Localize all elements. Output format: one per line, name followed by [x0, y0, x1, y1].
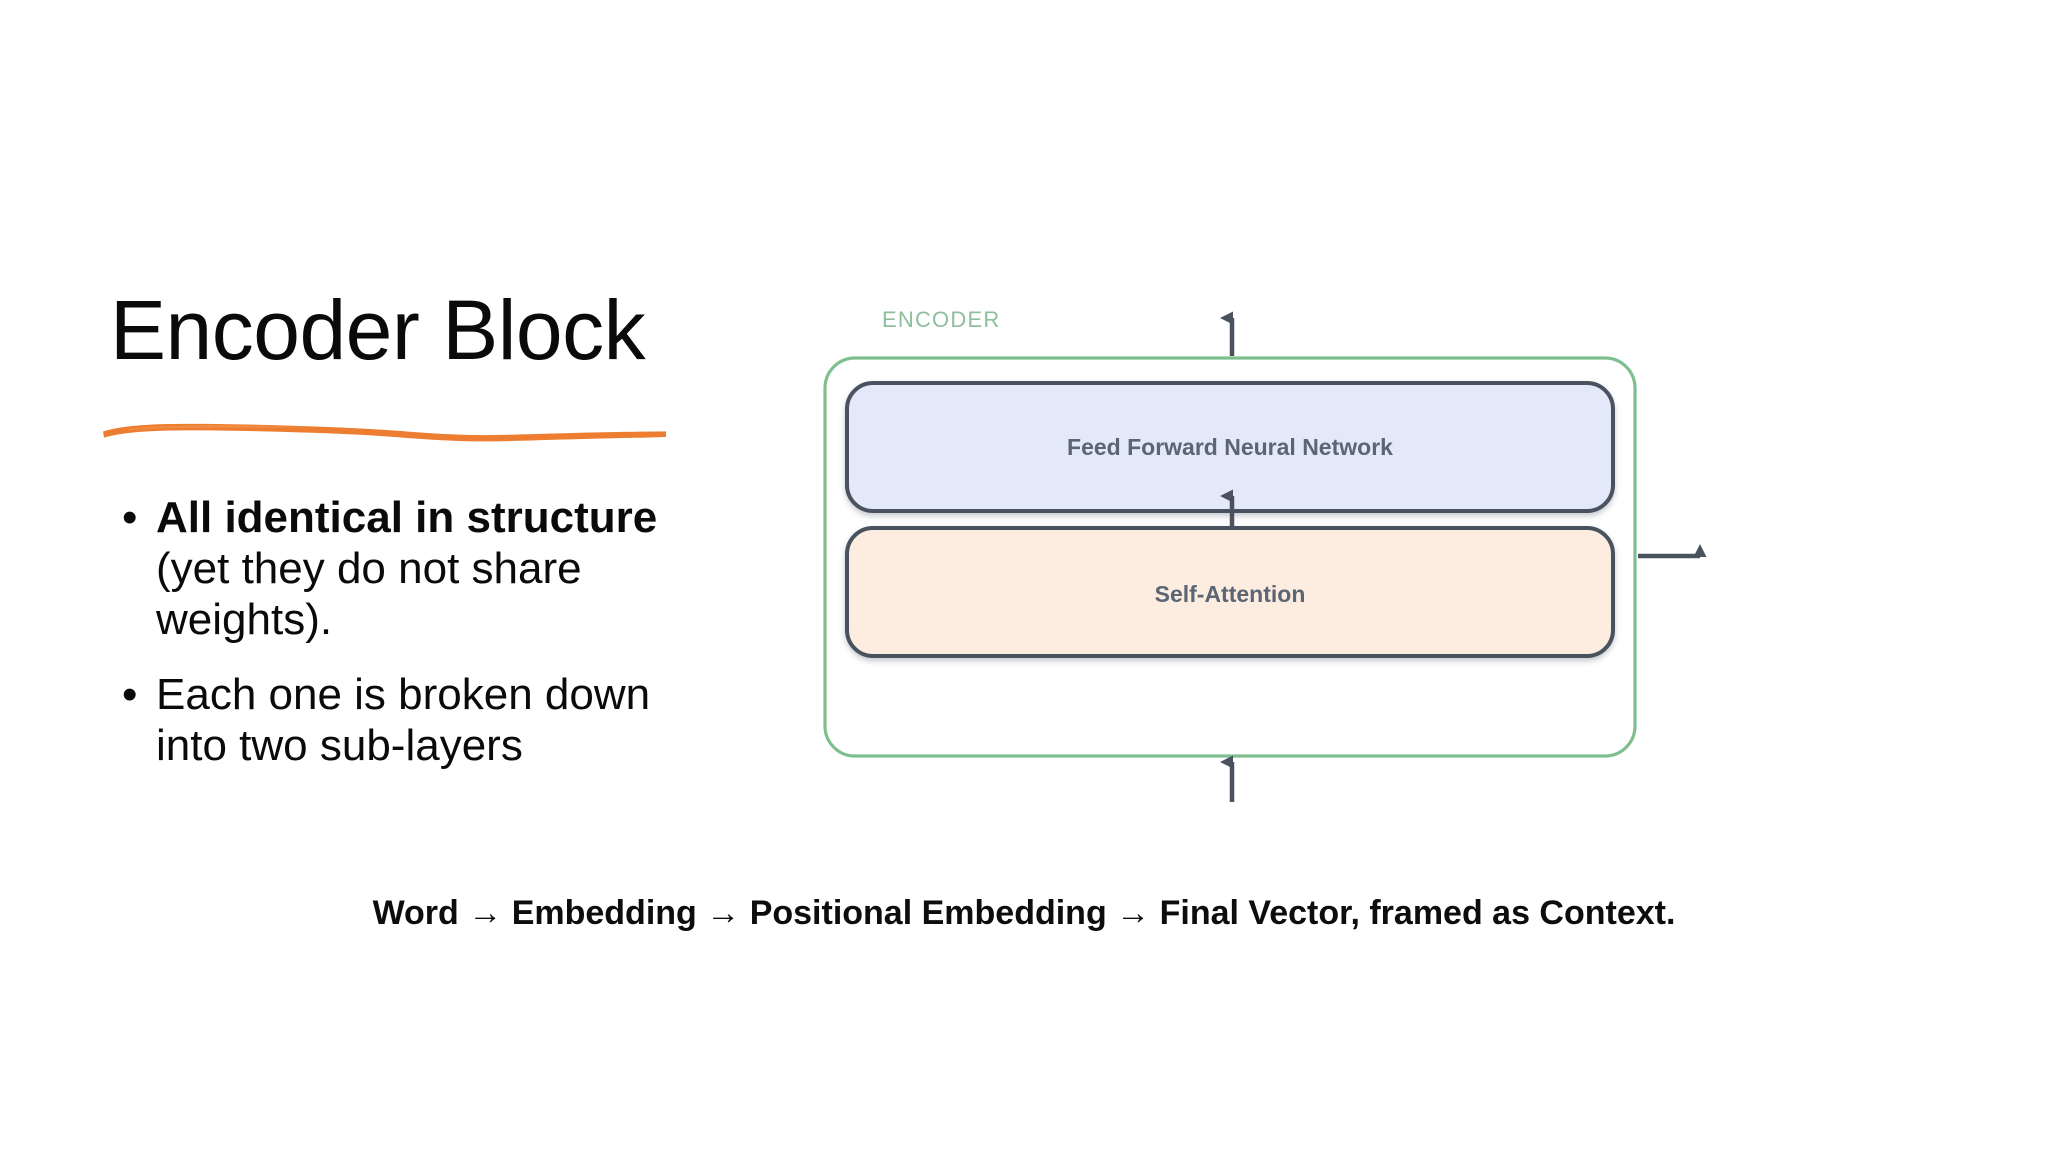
title-underline-brushstroke	[100, 415, 670, 449]
bullet-text-plain: (yet they do not share weights).	[156, 544, 582, 644]
encoder-container-label: ENCODER	[882, 307, 1000, 332]
list-item: • All identical in structure (yet they d…	[118, 492, 658, 645]
bullet-text: Each one is broken down into two sub-lay…	[156, 669, 658, 771]
self-attention-block	[845, 526, 1615, 658]
bullet-marker: •	[122, 670, 138, 719]
encoder-diagram-svg: ENCODER Feed Forward Neural Network Self…	[823, 307, 1707, 802]
bullet-marker: •	[122, 493, 138, 542]
self-attention-block-label: Self-Attention	[1155, 581, 1306, 607]
underline-stroke	[103, 423, 666, 442]
footer-caption: Word → Embedding → Positional Embedding …	[372, 894, 1676, 932]
bullet-text: All identical in structure (yet they do …	[156, 492, 658, 645]
bullet-list: • All identical in structure (yet they d…	[118, 492, 658, 795]
feed-forward-block-label: Feed Forward Neural Network	[1067, 434, 1393, 460]
underline-highlight	[128, 425, 306, 431]
list-item: • Each one is broken down into two sub-l…	[118, 669, 658, 771]
underline-svg	[103, 423, 666, 442]
self-attention-block-rect	[845, 526, 1615, 658]
encoder-block-diagram: ENCODER Feed Forward Neural Network Self…	[800, 300, 2048, 830]
page-title: Encoder Block	[110, 283, 646, 377]
bullet-text-plain: Each one is broken down into two sub-lay…	[156, 670, 651, 770]
bullet-text-strong: All identical in structure	[156, 493, 658, 542]
